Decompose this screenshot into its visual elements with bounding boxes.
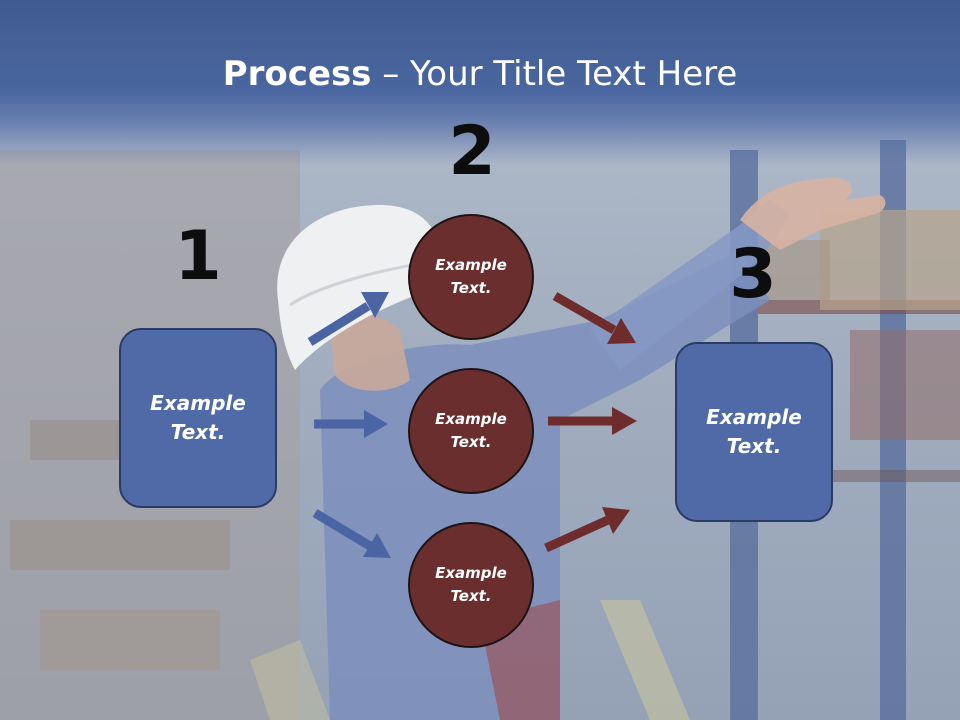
title-rest: – Your Title Text Here	[371, 54, 738, 94]
process-circle-2-text: Example Text.	[435, 408, 507, 454]
process-circle-3-line2: Text.	[450, 587, 492, 605]
arrow-to-circle-1	[307, 292, 389, 346]
process-box-end-text: Example Text.	[706, 403, 802, 461]
process-circle-1-line2: Text.	[450, 279, 492, 297]
step-number-2: 2	[448, 112, 496, 191]
process-box-end-line1: Example	[706, 405, 802, 429]
arrow-to-circle-2	[314, 410, 388, 438]
slide-title: Process – Your Title Text Here	[0, 52, 960, 96]
process-circle-1-line1: Example	[435, 256, 507, 274]
title-bold: Process	[222, 54, 372, 94]
process-box-start[interactable]: Example Text.	[119, 328, 277, 508]
process-box-start-text: Example Text.	[150, 389, 246, 447]
process-box-end[interactable]: Example Text.	[675, 342, 833, 522]
process-circle-3[interactable]: Example Text.	[408, 522, 534, 648]
process-circle-2-line2: Text.	[450, 433, 492, 451]
process-circle-3-text: Example Text.	[435, 562, 507, 608]
title-band	[0, 0, 960, 165]
process-box-start-line1: Example	[150, 391, 246, 415]
process-circle-3-line1: Example	[435, 564, 507, 582]
process-circle-1[interactable]: Example Text.	[408, 214, 534, 340]
arrow-to-circle-3	[312, 509, 391, 558]
process-circle-2-line1: Example	[435, 410, 507, 428]
process-box-end-line2: Text.	[726, 434, 782, 458]
process-circle-2[interactable]: Example Text.	[408, 368, 534, 494]
step-number-3: 3	[729, 235, 777, 314]
step-number-1: 1	[174, 217, 222, 296]
process-circle-1-text: Example Text.	[435, 254, 507, 300]
arrow-from-circle-3	[544, 507, 630, 553]
process-box-start-line2: Text.	[170, 420, 226, 444]
arrow-from-circle-2	[548, 407, 637, 435]
arrow-from-circle-1	[552, 292, 636, 344]
